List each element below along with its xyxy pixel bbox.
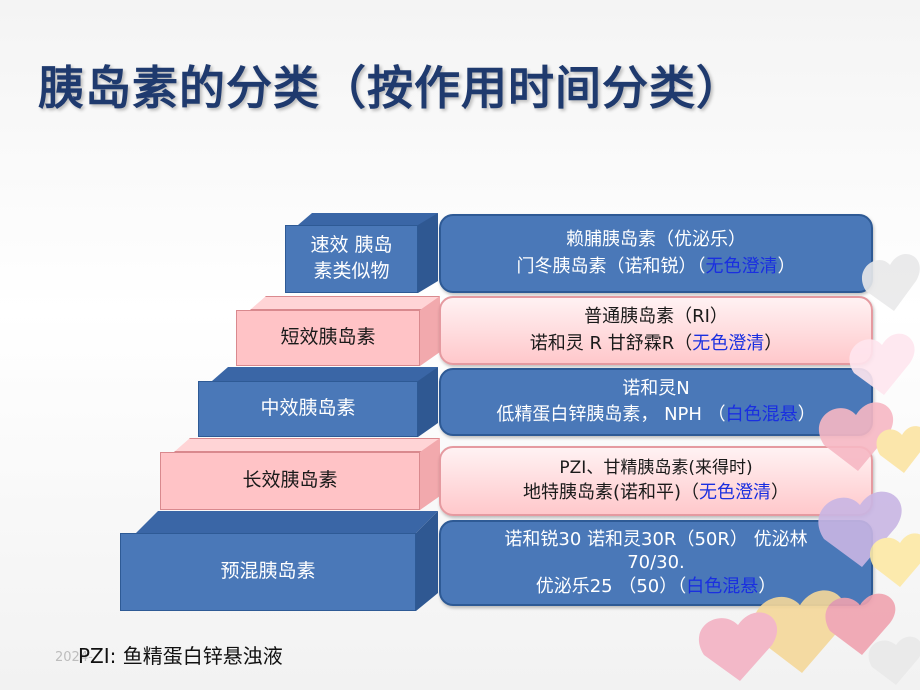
appearance-highlight: 白色混悬 (725, 404, 798, 425)
appearance-highlight: 无色澄清 (705, 255, 778, 277)
tier-3-detail-line-1: 诺和灵N (622, 377, 690, 399)
tier-5-detail-panel: 诺和锐30 诺和灵30R（50R） 优泌林 70/30. 优泌乐25 （50）（… (439, 520, 873, 606)
appearance-highlight: 无色澄清 (692, 332, 765, 354)
tier-1-label-line-1: 速效 胰岛 (310, 234, 393, 257)
footnote: PZI: 鱼精蛋白锌悬浊液 (78, 644, 283, 668)
appearance-highlight: 无色澄清 (699, 482, 772, 504)
tier-3-label-box: 中效胰岛素 (198, 381, 418, 437)
tier-5-detail-line-1: 诺和锐30 诺和灵30R（50R） 优泌林 (504, 528, 808, 550)
tier-4-detail-panel: PZI、甘精胰岛素(来得时) 地特胰岛素(诺和平)（无色澄清） (439, 446, 873, 516)
tier-1-label-line-2: 素类似物 (313, 260, 390, 282)
tier-5-label-box: 预混胰岛素 (120, 533, 416, 611)
tier-1-detail-panel: 赖脯胰岛素（优泌乐） 门冬胰岛素（诺和锐）（无色澄清） (439, 214, 873, 293)
tier-4-box-top (174, 438, 440, 452)
tier-2-detail-line-1: 普通胰岛素（RI） (584, 306, 728, 328)
tier-5-box-side (416, 511, 438, 611)
tier-4-box-side (420, 438, 440, 510)
tier-2-label-box: 短效胰岛素 (236, 310, 420, 366)
tier-4-label: 长效胰岛素 (242, 469, 338, 492)
tier-1-label-box: 速效 胰岛 素类似物 (285, 225, 418, 293)
tier-4-label-box: 长效胰岛素 (160, 452, 420, 510)
tier-4-detail-line-1: PZI、甘精胰岛素(来得时) (559, 457, 753, 478)
tier-3-box-top (212, 367, 438, 381)
tier-4-detail-line-2: 地特胰岛素(诺和平)（无色澄清） (522, 482, 790, 504)
tier-2-box-top (250, 296, 440, 310)
tier-3-box-side (418, 367, 438, 437)
appearance-highlight: 白色混悬 (686, 575, 759, 597)
tier-5-label: 预混胰岛素 (220, 560, 316, 583)
tier-2-detail-panel: 普通胰岛素（RI） 诺和灵 R 甘舒霖R（无色澄清） (439, 296, 873, 365)
tier-1-box-top (298, 213, 438, 225)
tier-2-box-side (420, 296, 440, 366)
candy-hearts-decoration (698, 254, 920, 685)
tier-3-detail-panel: 诺和灵N 低精蛋白锌胰岛素， NPH （白色混悬） (439, 368, 873, 436)
tier-5-detail-line-3: 优泌乐25 （50）（白色混悬） (535, 575, 777, 597)
tier-1-detail-line-2: 门冬胰岛素（诺和锐）（无色澄清） (516, 255, 796, 277)
date-watermark: 2024- (55, 650, 93, 665)
candy-heart-icon (698, 254, 920, 685)
tier-5-detail-line-2: 70/30. (627, 552, 685, 574)
tier-3-detail-line-2: 低精蛋白锌胰岛素， NPH （白色混悬） (496, 404, 816, 425)
tier-5-box-top (136, 511, 438, 533)
tier-2-detail-line-2: 诺和灵 R 甘舒霖R（无色澄清） (529, 332, 783, 354)
tier-1-detail-line-1: 赖脯胰岛素（优泌乐） (566, 229, 746, 251)
tier-3-label: 中效胰岛素 (260, 397, 356, 420)
tier-1-box-side (418, 213, 438, 293)
slide-title: 胰岛素的分类（按作用时间分类） (38, 61, 743, 115)
tier-2-label: 短效胰岛素 (280, 326, 376, 349)
